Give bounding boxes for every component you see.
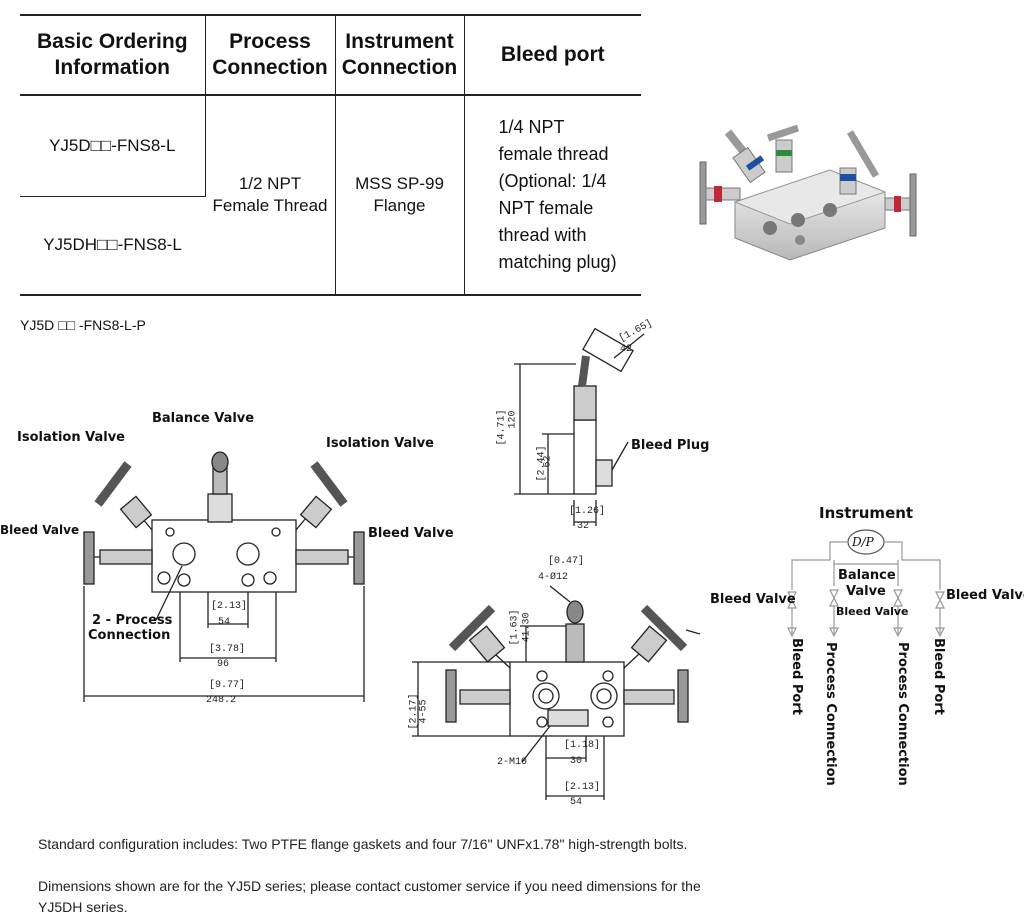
schematic-balance-2: Valve (846, 584, 886, 599)
schematic-title: Instrument (819, 504, 914, 522)
bottom-w2-mm: 54 (570, 797, 583, 808)
side-dim-bot-in: [1.26] (569, 506, 606, 517)
bottom-thread-label: 2-M10 (497, 757, 528, 768)
dim-96-in: [3.78] (209, 644, 246, 655)
schematic-bleed-left: Bleed Valve (710, 592, 796, 607)
side-view-drawing (514, 327, 645, 526)
variant-label: YJ5D □□ -FNS8-L-P (20, 317, 146, 333)
bleed-plug-label: Bleed Plug (631, 438, 710, 453)
manifold-product-image (699, 124, 917, 261)
dim-248-mm: 248.2 (206, 695, 237, 706)
bottom-holes-mm: 4-Ø12 (538, 572, 569, 583)
bottom-w1-in: [1.18] (564, 740, 601, 751)
isolation-valve-left-label: Isolation Valve (17, 430, 125, 445)
dim-54-in: [2.13] (211, 601, 248, 612)
header-bleed-port: Bleed port (500, 43, 605, 66)
schematic-balance-1: Balance (838, 568, 896, 583)
schematic-bleed-port-left: Bleed Port (789, 638, 804, 715)
front-view-drawing (83, 451, 365, 702)
bottom-view-drawing (412, 585, 701, 800)
schematic-dp: D/P (852, 535, 874, 549)
dim-96-mm: 96 (217, 659, 230, 670)
bottom-left-mm: 4-55 (418, 699, 430, 724)
note-dimensions: Dimensions shown are for the YJ5D series… (38, 878, 701, 894)
bottom-w2-in: [2.13] (564, 782, 601, 793)
side-dim-mid-mm: 62 (542, 455, 554, 468)
process-connection-label-1: 2 - Process (92, 613, 173, 628)
balance-valve-label: Balance Valve (152, 411, 255, 426)
note-standard-config: Standard configuration includes: Two PTF… (38, 836, 688, 852)
bottom-w1-mm: 30 (570, 756, 583, 767)
schematic-bleed-center: Bleed Valve (836, 605, 909, 618)
schematic-process-left: Process Connection (823, 642, 838, 786)
bleed-valve-left-label: Bleed Valve (0, 523, 80, 537)
dim-248-in: [9.77] (209, 680, 246, 691)
model-yj5d: YJ5D□□-FNS8-L (20, 95, 206, 197)
schematic-process-right: Process Connection (895, 642, 910, 786)
model-yj5dh: YJ5DH□□-FNS8-L (43, 235, 182, 255)
dim-54-mm: 54 (218, 617, 231, 628)
side-dim-h-mm: 120 (507, 410, 519, 429)
side-dim-bot-mm: 32 (577, 521, 590, 532)
side-dim-h-in: [4.71] (496, 409, 508, 446)
schematic-bleed-port-right: Bleed Port (931, 638, 946, 715)
bleed-valve-right-label: Bleed Valve (368, 526, 454, 541)
valve-schematic (787, 529, 945, 638)
schematic-bleed-right: Bleed Valve (946, 588, 1024, 603)
isolation-valve-right-label: Isolation Valve (326, 436, 434, 451)
bottom-h-in: [1.63] (509, 609, 521, 646)
bottom-h-mm: 41.30 (521, 612, 533, 643)
process-connection-label-2: Connection (88, 628, 171, 643)
side-dim-top-mm: 42 (620, 344, 633, 355)
note-dimensions-2: YJ5DH series. (38, 899, 128, 915)
bottom-holes-in: [0.47] (548, 556, 585, 567)
